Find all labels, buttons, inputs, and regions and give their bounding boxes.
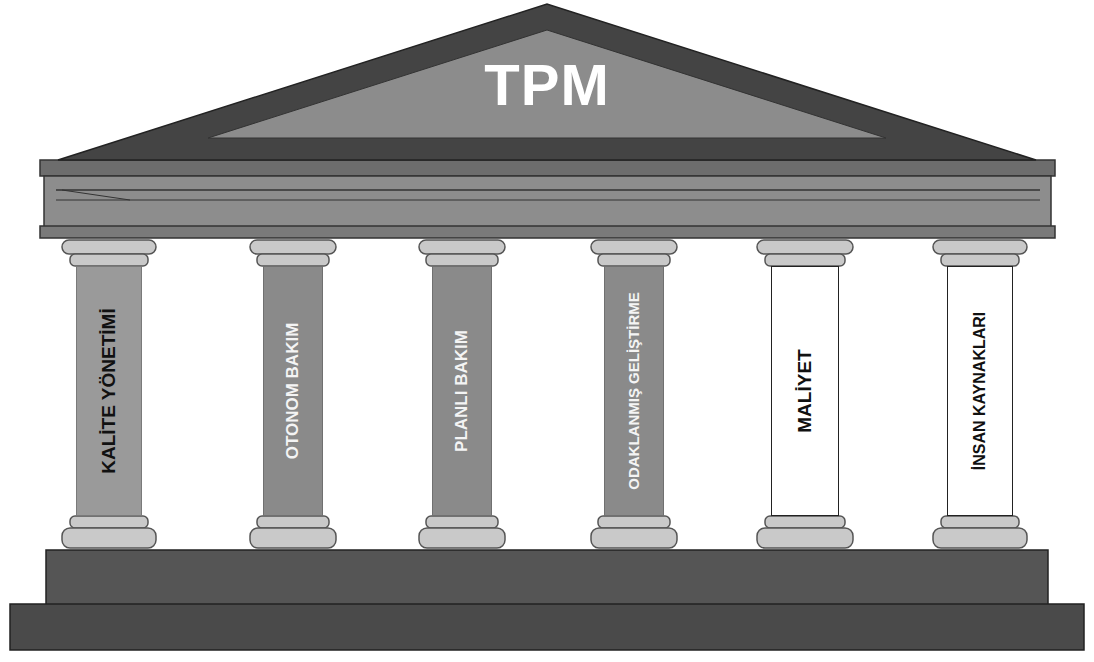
capital bbox=[598, 254, 670, 266]
pillar-box: OTONOM BAKIM bbox=[263, 266, 323, 516]
capital bbox=[70, 254, 148, 266]
capital bbox=[757, 240, 853, 254]
column-base bbox=[419, 528, 505, 548]
capital bbox=[62, 240, 156, 254]
capital bbox=[765, 254, 845, 266]
capital bbox=[426, 254, 498, 266]
capital bbox=[941, 254, 1019, 266]
cornice bbox=[40, 160, 1055, 176]
pediment-outer bbox=[58, 4, 1036, 160]
entablature-line bbox=[56, 200, 1040, 201]
column-base bbox=[765, 516, 845, 528]
architrave bbox=[40, 226, 1055, 238]
capital bbox=[933, 240, 1027, 254]
column-base bbox=[933, 528, 1027, 548]
pillar-label: KALİTE YÖNETİMİ bbox=[98, 276, 120, 506]
pillar-label: ODAKLANMIŞ GELİŞTİRME bbox=[625, 276, 642, 506]
column-base bbox=[250, 528, 336, 548]
pillar-box: MALİYET bbox=[771, 266, 839, 516]
pillar-box: ODAKLANMIŞ GELİŞTİRME bbox=[604, 266, 664, 516]
column-parts bbox=[62, 240, 1027, 548]
pillar-box: KALİTE YÖNETİMİ bbox=[76, 266, 142, 516]
pillar-label: İNSAN KAYNAKLARI bbox=[971, 276, 989, 506]
column-base bbox=[757, 528, 853, 548]
pillar-box: İNSAN KAYNAKLARI bbox=[947, 266, 1013, 516]
pillar-box: PLANLI BAKIM bbox=[432, 266, 492, 516]
capital bbox=[591, 240, 677, 254]
capital bbox=[419, 240, 505, 254]
entablature-line bbox=[62, 190, 130, 200]
pillar-label: MALİYET bbox=[794, 276, 816, 506]
column-base bbox=[941, 516, 1019, 528]
lower-step bbox=[10, 604, 1084, 650]
entablature-line bbox=[56, 189, 1040, 191]
capital bbox=[250, 240, 336, 254]
pediment-shape: TPM bbox=[58, 4, 1036, 160]
column-base bbox=[70, 516, 148, 528]
capital bbox=[257, 254, 329, 266]
column-base bbox=[591, 528, 677, 548]
column-base bbox=[62, 528, 156, 548]
pillar-label: PLANLI BAKIM bbox=[452, 276, 472, 506]
pediment-title: TPM bbox=[58, 56, 1036, 114]
pillar-label: OTONOM BAKIM bbox=[283, 276, 303, 506]
column-base bbox=[598, 516, 670, 528]
upper-step bbox=[46, 550, 1048, 606]
column-base bbox=[257, 516, 329, 528]
column-base bbox=[426, 516, 498, 528]
